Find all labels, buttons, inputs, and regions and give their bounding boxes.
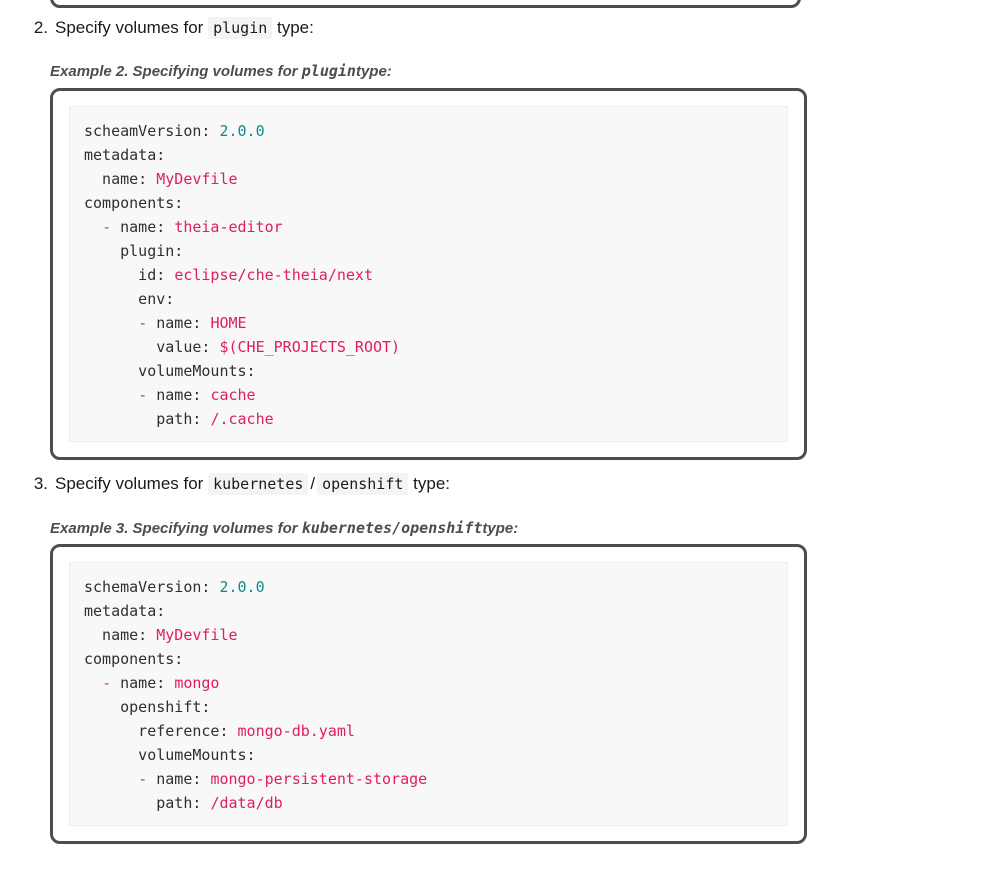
step-3-text-after: type: [413, 474, 450, 493]
code-area-example-2[interactable]: scheamVersion: 2.0.0 metadata: name: MyD… [69, 106, 788, 442]
code-token: - [138, 314, 148, 332]
code-token: value: [84, 338, 220, 356]
example-2-caption-prefix: Example 2. Specifying volumes for [50, 63, 298, 80]
code-token: components: [84, 650, 184, 668]
inline-code-kubernetes: kubernetes [208, 473, 309, 495]
step-2-text-after: type: [277, 18, 314, 37]
code-token: - [138, 386, 148, 404]
code-token: 2.0.0 [219, 578, 265, 596]
code-token: reference: [84, 722, 238, 740]
code-token: mongo-persistent-storage [210, 770, 428, 788]
previous-code-block-cutoff [50, 0, 801, 8]
example-3-caption: Example 3. Specifying volumes for kubern… [50, 519, 518, 537]
inline-code-openshift: openshift [317, 473, 409, 495]
code-token: metadata: [84, 146, 166, 164]
code-token: /data/db [210, 794, 283, 812]
code-token: eclipse/che-theia/next [174, 266, 373, 284]
code-token [84, 386, 138, 404]
step-2-text-before: Specify volumes for [55, 18, 204, 37]
code-block-frame-example-3: schemaVersion: 2.0.0 metadata: name: MyD… [50, 544, 807, 844]
code-token: plugin: [84, 242, 184, 260]
example-3-caption-code: kubernetes/openshift [301, 519, 483, 537]
code-token: volumeMounts: [84, 362, 256, 380]
code-token [84, 770, 138, 788]
code-token: name: [147, 314, 211, 332]
example-2-caption: Example 2. Specifying volumes for plugin… [50, 62, 392, 80]
code-area-example-3[interactable]: schemaVersion: 2.0.0 metadata: name: MyD… [69, 562, 788, 826]
code-token: volumeMounts: [84, 746, 256, 764]
list-item-step-2: 2. Specify volumes for plugin type: [26, 16, 314, 40]
list-marker-2: 2. [33, 18, 48, 37]
code-token: MyDevfile [156, 626, 238, 644]
code-token: name: [111, 218, 175, 236]
code-token [84, 314, 138, 332]
code-token: path: [84, 410, 211, 428]
code-token: name: [147, 386, 211, 404]
code-token: HOME [210, 314, 247, 332]
code-token: name: [84, 626, 157, 644]
step-3-separator: / [310, 474, 316, 493]
code-token: env: [84, 290, 175, 308]
code-token: name: [147, 770, 211, 788]
step-3-text-before: Specify volumes for [55, 474, 204, 493]
code-token: - [138, 770, 148, 788]
code-token: schemaVersion: [84, 578, 220, 596]
code-token: 2.0.0 [219, 122, 265, 140]
code-token: scheamVersion: [84, 122, 220, 140]
code-token: metadata: [84, 602, 166, 620]
inline-code-plugin: plugin [208, 17, 273, 39]
code-token: name: [84, 170, 157, 188]
code-token [84, 674, 102, 692]
code-token: - [102, 674, 112, 692]
code-content-example-3: schemaVersion: 2.0.0 metadata: name: MyD… [84, 575, 773, 815]
code-token: id: [84, 266, 175, 284]
example-3-caption-suffix: type: [482, 520, 519, 537]
code-content-example-2: scheamVersion: 2.0.0 metadata: name: MyD… [84, 119, 773, 431]
code-token: cache [210, 386, 256, 404]
code-token: path: [84, 794, 211, 812]
code-token [84, 218, 102, 236]
code-token: components: [84, 194, 184, 212]
code-block-frame-example-2: scheamVersion: 2.0.0 metadata: name: MyD… [50, 88, 807, 460]
list-item-step-3: 3. Specify volumes for kubernetes/openshi… [26, 472, 450, 496]
example-2-caption-code: plugin [301, 62, 356, 80]
code-token: /.cache [210, 410, 274, 428]
code-token: openshift: [84, 698, 211, 716]
example-3-caption-prefix: Example 3. Specifying volumes for [50, 520, 298, 537]
code-token: mongo [174, 674, 220, 692]
example-2-caption-suffix: type: [355, 63, 392, 80]
list-marker-3: 3. [33, 474, 48, 493]
code-token: name: [111, 674, 175, 692]
code-token: MyDevfile [156, 170, 238, 188]
code-token: mongo-db.yaml [237, 722, 355, 740]
code-token: - [102, 218, 112, 236]
code-token: $(CHE_PROJECTS_ROOT) [219, 338, 401, 356]
code-token: theia-editor [174, 218, 283, 236]
